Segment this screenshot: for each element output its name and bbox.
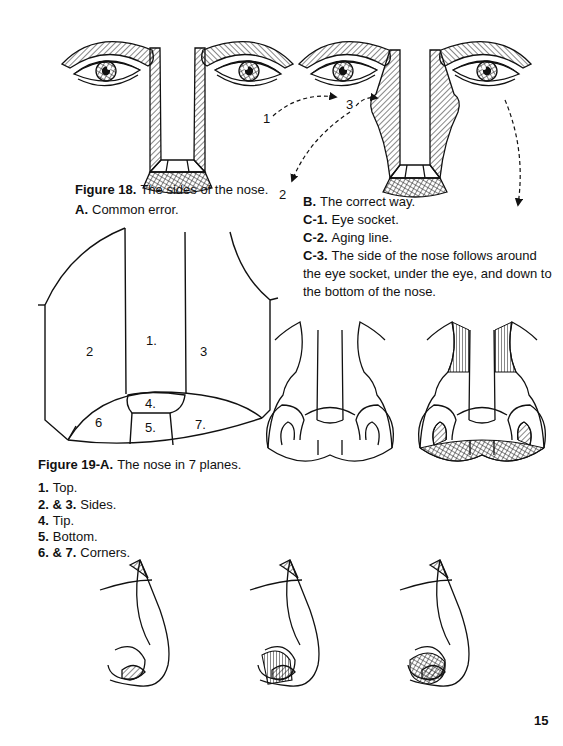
legend-number: 4. — [38, 512, 49, 530]
plane-number: 2 — [86, 343, 93, 361]
legend-text: Tip. — [53, 512, 74, 530]
legend-text: Sides. — [80, 496, 116, 514]
callout-number: 2 — [279, 186, 286, 204]
legend-text: Corners. — [80, 544, 130, 562]
page-number: 15 — [534, 712, 548, 730]
figure-number: Figure 19-A. — [38, 456, 113, 474]
plane-number: 5. — [145, 419, 156, 437]
figure-number: Figure 18. — [75, 181, 136, 199]
part-caption: The side of the nose follows around the … — [303, 247, 555, 301]
callout-number: 1 — [263, 110, 270, 128]
part-letter: C-3. — [303, 247, 328, 265]
legend-number: 6. & 7. — [38, 544, 76, 562]
legend-text: Bottom. — [53, 528, 98, 546]
plane-number: 3 — [200, 343, 207, 361]
part-letter: B. — [303, 193, 316, 211]
plane-number: 7. — [195, 416, 206, 434]
part-letter: C-1. — [303, 211, 328, 229]
part-caption: Eye socket. — [332, 211, 399, 229]
part-letter: A. — [75, 201, 88, 219]
plane-number: 4. — [145, 395, 156, 413]
figure-caption: The nose in 7 planes. — [117, 456, 241, 474]
plane-number: 1. — [146, 332, 157, 350]
part-caption: Aging line. — [332, 229, 393, 247]
callout-number: 3 — [346, 96, 353, 114]
legend-number: 2. & 3. — [38, 496, 76, 514]
part-caption: Common error. — [92, 201, 179, 219]
legend-number: 5. — [38, 528, 49, 546]
legend-number: 1. — [38, 479, 49, 497]
legend-text: Top. — [53, 479, 78, 497]
part-letter: C-2. — [303, 229, 328, 247]
part-caption: The correct way. — [320, 193, 415, 211]
figure-caption: The sides of the nose. — [140, 181, 268, 199]
plane-number: 6 — [95, 414, 102, 432]
